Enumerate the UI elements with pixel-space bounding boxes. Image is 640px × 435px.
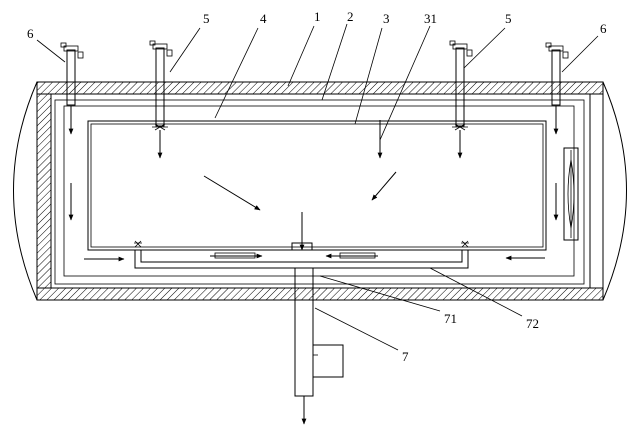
label-3: 3 bbox=[383, 11, 390, 26]
label-31: 31 bbox=[424, 11, 437, 26]
label-5-left: 5 bbox=[203, 11, 210, 26]
label-4: 4 bbox=[260, 11, 267, 26]
right-pipe-6 bbox=[545, 42, 569, 106]
inner-liner bbox=[54, 99, 585, 285]
label-5-right: 5 bbox=[505, 11, 512, 26]
left-pipe-5 bbox=[149, 40, 173, 131]
label-7: 7 bbox=[402, 349, 409, 364]
right-end-cap bbox=[602, 81, 627, 301]
label-2: 2 bbox=[347, 9, 354, 24]
label-1: 1 bbox=[314, 9, 321, 24]
label-6-right: 6 bbox=[600, 21, 607, 36]
reference-labels: 6 5 4 1 2 3 31 5 6 71 72 7 bbox=[27, 9, 607, 364]
left-pipe-6 bbox=[60, 42, 84, 106]
label-6-left: 6 bbox=[27, 26, 34, 41]
fan-unit bbox=[563, 147, 579, 241]
label-71: 71 bbox=[444, 311, 457, 326]
left-end-cap bbox=[13, 81, 38, 301]
flow-arrows bbox=[68, 106, 559, 425]
discharge-pipe bbox=[294, 267, 344, 397]
label-72: 72 bbox=[526, 316, 539, 331]
right-pipe-5 bbox=[449, 40, 473, 131]
leader-lines bbox=[36, 23, 599, 351]
work-chamber bbox=[87, 120, 547, 251]
outer-shell bbox=[36, 81, 604, 301]
